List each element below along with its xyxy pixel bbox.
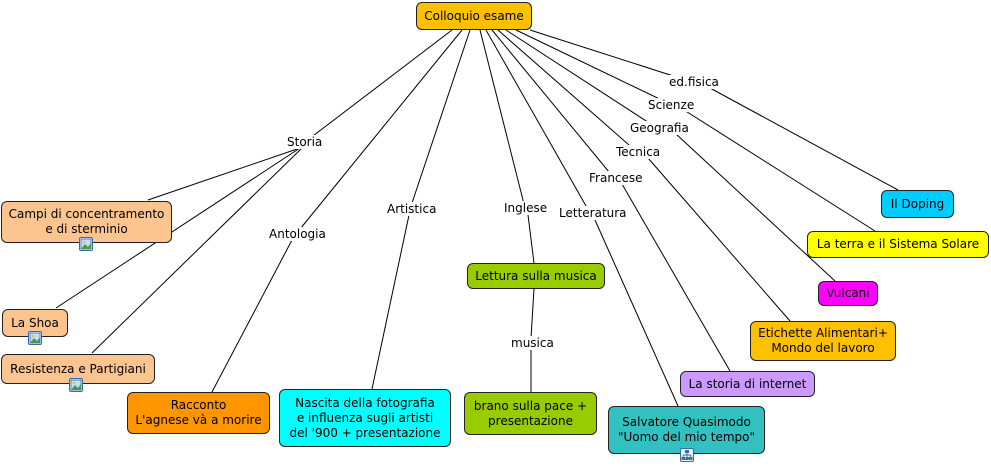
line-storia-campi [147, 147, 301, 201]
concept-campi-di-concentramento[interactable]: Campi di concentramento e di sterminio [1, 201, 172, 243]
concept-salvatore-quasimodo[interactable]: Salvatore Quasimodo "Uomo del mio tempo" [608, 406, 765, 454]
line-root-artistica [409, 29, 471, 210]
concept-map-link-icon[interactable] [680, 448, 694, 462]
concept-etichette-alimentari[interactable]: Etichette Alimentari+ Mondo del lavoro [750, 321, 896, 361]
link-label-artistica: Artistica [385, 202, 439, 216]
concept-vulcani[interactable]: Vulcani [818, 281, 878, 306]
link-label-storia: Storia [285, 135, 325, 149]
line-storia-resistenza [91, 147, 303, 354]
concept-la-storia-di-internet[interactable]: La storia di internet [680, 371, 815, 397]
concept-brano-sulla-pace[interactable]: brano sulla pace + presentazione [464, 392, 597, 435]
line-lettura-musica [530, 288, 535, 339]
link-label-tecnica: Tecnica [614, 145, 663, 159]
concept-racconto[interactable]: Racconto L'agnese và a morire [127, 392, 270, 434]
line-root-edfisica [529, 29, 693, 83]
concept-nascita-della-fotografia[interactable]: Nascita della fotografia e influenza sug… [279, 389, 451, 447]
image-resource-icon[interactable] [69, 378, 83, 392]
link-label-geografia: Geografia [628, 121, 691, 135]
line-storia-shoa [55, 147, 301, 309]
link-label-edfisica: ed.fisica [667, 75, 721, 89]
link-label-francese: Francese [587, 171, 645, 185]
line-tecnica-etichette [647, 157, 791, 322]
line-root-antologia [295, 29, 463, 235]
line-antologia-racconto [211, 239, 293, 393]
image-resource-icon[interactable] [79, 237, 93, 251]
line-letteratura-quasimodo [594, 219, 679, 407]
concept-lettura-sulla-musica[interactable]: Lettura sulla musica [467, 263, 605, 289]
line-inglese-lettura [527, 214, 535, 264]
image-resource-icon[interactable] [28, 331, 42, 345]
line-edfisica-doping [709, 87, 899, 191]
link-label-inglese: Inglese [502, 201, 550, 215]
line-root-tecnica [497, 29, 638, 153]
link-label-musica: musica [509, 336, 556, 350]
line-root-letteratura [485, 29, 591, 214]
line-root-francese [491, 29, 615, 179]
line-root-geografia [505, 29, 658, 129]
line-geografia-vulcani [675, 133, 836, 282]
line-root-scienze [515, 29, 671, 105]
line-francese-internet [621, 183, 731, 372]
line-root-inglese [479, 29, 526, 209]
line-artistica-fotografia [371, 214, 410, 390]
link-label-antologia: Antologia [267, 227, 328, 241]
line-root-storia [304, 29, 453, 143]
link-label-scienze: Scienze [646, 98, 697, 112]
concept-il-doping[interactable]: Il Doping [881, 190, 954, 218]
line-scienze-terra [683, 109, 876, 232]
concept-la-terra-e-il-sistema-solare[interactable]: La terra e il Sistema Solare [807, 231, 989, 258]
root-node-colloquio-esame[interactable]: Colloquio esame [416, 2, 532, 30]
link-label-letteratura: Letteratura [557, 206, 629, 220]
